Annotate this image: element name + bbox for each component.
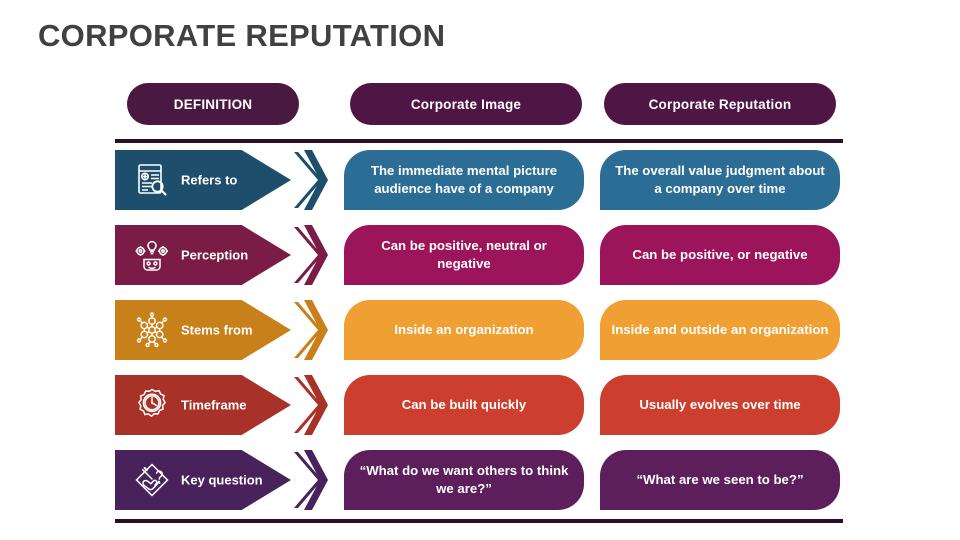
head-lightbulb-gears-icon <box>132 235 172 275</box>
cell-corporate-reputation[interactable]: Usually evolves over time <box>600 375 840 435</box>
row-chevron-icon <box>292 375 328 435</box>
divider-top <box>115 139 843 143</box>
cell-corporate-image[interactable]: Inside an organization <box>344 300 584 360</box>
column-header-definition[interactable]: DEFINITION <box>127 83 299 125</box>
cell-corporate-image[interactable]: The immediate mental picture audience ha… <box>344 150 584 210</box>
page-title: CORPORATE REPUTATION <box>38 18 446 53</box>
row-chevron-icon <box>292 450 328 510</box>
molecule-network-icon <box>132 310 172 350</box>
cell-corporate-reputation[interactable]: Inside and outside an organization <box>600 300 840 360</box>
column-header-corporate-reputation-label: Corporate Reputation <box>648 96 792 112</box>
column-header-corporate-image[interactable]: Corporate Image <box>350 83 582 125</box>
row-chevron-icon <box>292 150 328 210</box>
cell-text: Inside an organization <box>394 322 534 338</box>
table-row: Stems from Inside an organization Inside… <box>0 300 960 360</box>
column-header-corporate-image-label: Corporate Image <box>410 96 522 112</box>
cell-text: Usually evolves over time <box>639 397 801 413</box>
row-chevron-icon <box>292 225 328 285</box>
divider-bottom <box>115 519 843 523</box>
column-header-corporate-reputation[interactable]: Corporate Reputation <box>604 83 836 125</box>
document-search-icon <box>132 160 172 200</box>
cell-corporate-reputation[interactable]: The overall value judgment about a compa… <box>600 150 840 210</box>
cell-text: The immediate mental picture audience ha… <box>370 163 558 196</box>
cell-corporate-image[interactable]: Can be positive, neutral or negative <box>344 225 584 285</box>
cell-text: “What do we want others to think we are?… <box>359 463 569 496</box>
cell-text: Can be built quickly <box>401 397 527 413</box>
column-header-definition-label: DEFINITION <box>173 96 253 112</box>
cell-text: Can be positive, neutral or negative <box>381 238 547 271</box>
row-label-text: Refers to <box>181 172 238 188</box>
clock-gear-icon <box>132 385 172 425</box>
cell-corporate-image[interactable]: “What do we want others to think we are?… <box>344 450 584 510</box>
cell-corporate-reputation[interactable]: “What are we seen to be?” <box>600 450 840 510</box>
row-label-text: Perception <box>181 247 249 263</box>
row-label-stems-from[interactable]: Stems from <box>115 300 291 360</box>
hand-pencil-question-icon <box>132 460 172 500</box>
row-label-text: Key question <box>181 472 263 488</box>
row-chevron-icon <box>292 300 328 360</box>
cell-text: Inside and outside an organization <box>611 322 829 338</box>
table-row: Key question “What do we want others to … <box>0 450 960 510</box>
row-label-text: Stems from <box>181 322 253 338</box>
row-label-refers-to[interactable]: Refers to <box>115 150 291 210</box>
table-row: Refers to The immediate mental picture a… <box>0 150 960 210</box>
cell-text: The overall value judgment about a compa… <box>615 163 825 196</box>
row-label-text: Timeframe <box>181 397 247 413</box>
row-label-timeframe[interactable]: Timeframe <box>115 375 291 435</box>
table-row: Timeframe Can be built quickly Usually e… <box>0 375 960 435</box>
cell-text: Can be positive, or negative <box>632 247 808 263</box>
table-row: Perception Can be positive, neutral or n… <box>0 225 960 285</box>
row-label-key-question[interactable]: Key question <box>115 450 291 510</box>
row-label-perception[interactable]: Perception <box>115 225 291 285</box>
cell-corporate-image[interactable]: Can be built quickly <box>344 375 584 435</box>
cell-text: “What are we seen to be?” <box>636 472 804 488</box>
cell-corporate-reputation[interactable]: Can be positive, or negative <box>600 225 840 285</box>
